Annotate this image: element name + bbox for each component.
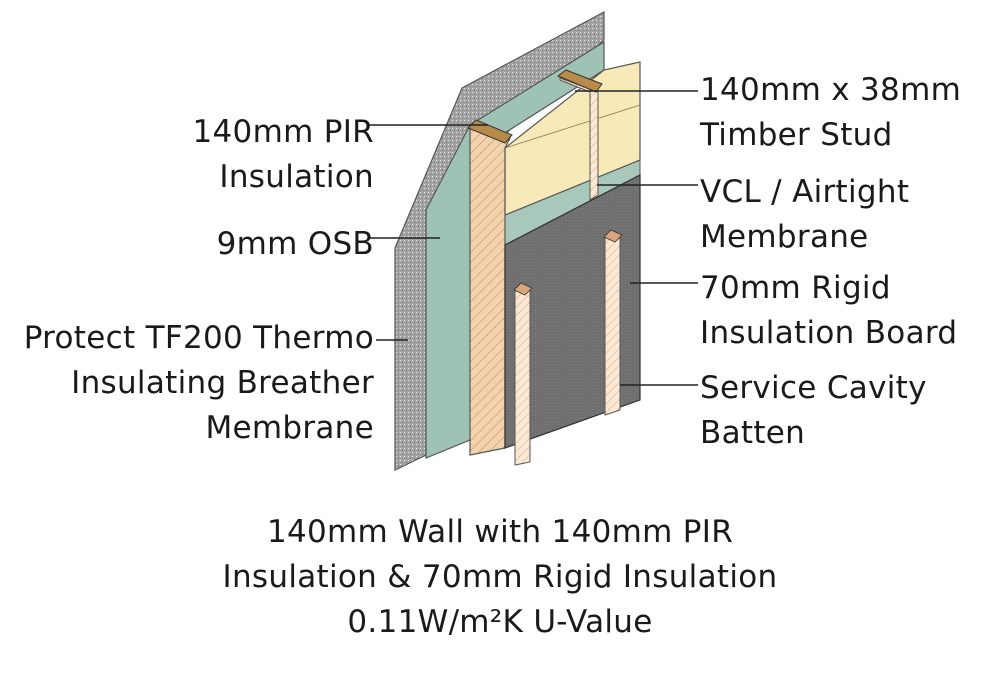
diagram-caption: 140mm Wall with 140mm PIR Insulation & 7…	[222, 514, 778, 640]
label-service-batten: Service Cavity Batten	[700, 370, 927, 451]
service-batten-right	[604, 231, 621, 416]
timber-stud-back	[559, 77, 599, 201]
timber-stud-front	[469, 123, 511, 456]
label-timber-stud: 140mm x 38mm Timber Stud	[700, 72, 962, 153]
label-rigid-insulation: 70mm Rigid Insulation Board	[700, 270, 958, 351]
label-vcl-membrane: VCL / Airtight Membrane	[700, 174, 910, 255]
leader-lines	[368, 90, 698, 386]
service-batten-left	[514, 284, 531, 466]
label-breather-membrane: Protect TF200 Thermo Insulating Breather…	[23, 320, 374, 446]
label-osb: 9mm OSB	[216, 226, 374, 262]
label-pir-insulation: 140mm PIR Insulation	[192, 114, 374, 195]
